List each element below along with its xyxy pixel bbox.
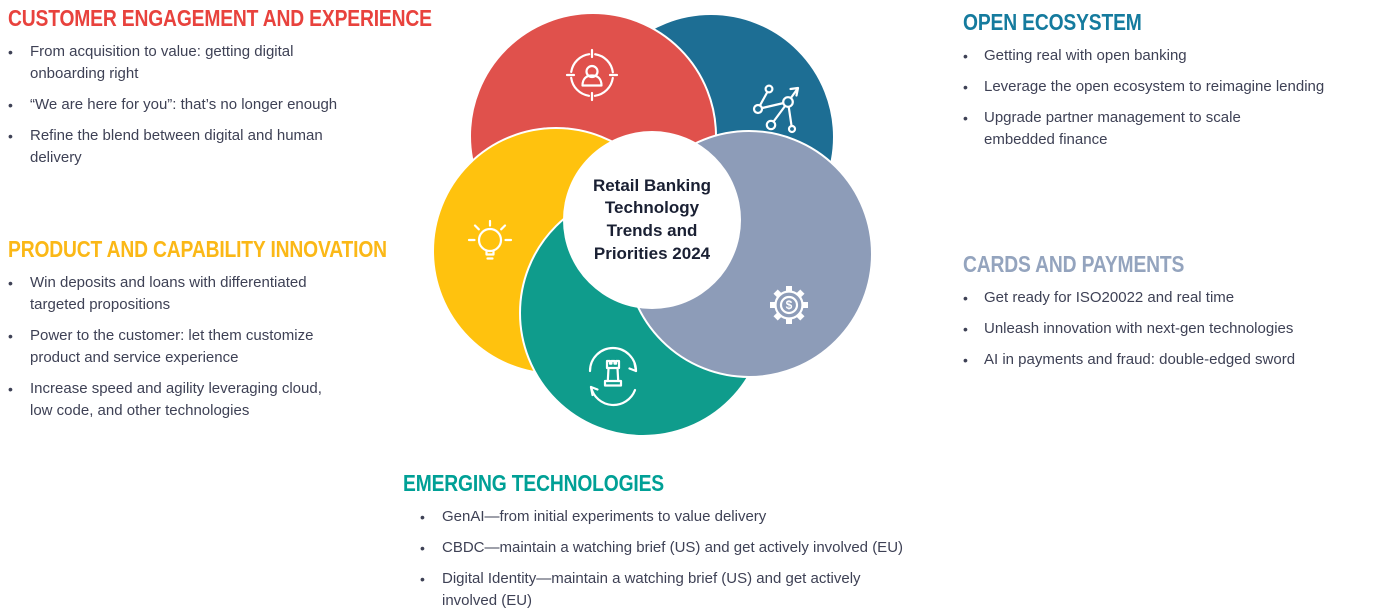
bullet-text: Unleash innovation with next-gen technol… — [984, 320, 1294, 338]
bullet-text: Getting real with open banking — [984, 47, 1187, 64]
lightbulb-icon — [460, 215, 520, 275]
bullet-text: Increase speed and agility leveraging cl… — [30, 380, 322, 420]
gear-dollar-symbol: $ — [786, 298, 793, 312]
bullet-text: Win deposits and loans with differentiat… — [30, 274, 307, 314]
bullet-item: AI in payments and fraud: double-edged s… — [963, 349, 1377, 371]
section-product-innovation: PRODUCT AND CAPABILITY INNOVATION Win de… — [8, 236, 420, 431]
bullet-item: Power to the customer: let them customiz… — [8, 325, 420, 369]
section-title-product-innovation: PRODUCT AND CAPABILITY INNOVATION — [8, 236, 387, 262]
chess-rook-cycle-icon — [579, 346, 647, 414]
bullet-item: Unleash innovation with next-gen technol… — [963, 318, 1377, 340]
bullet-list: From acquisition to value: getting digit… — [8, 41, 420, 169]
bullet-item: GenAI—from initial experiments to value … — [420, 506, 983, 528]
bullet-list: Getting real with open banking Leverage … — [963, 45, 1377, 151]
bullet-item: From acquisition to value: getting digit… — [8, 41, 420, 85]
network-nodes-icon — [745, 80, 805, 140]
diagram-center-circle: Retail Banking Technology Trends and Pri… — [563, 131, 741, 309]
bullet-text: Refine the blend between digital and hum… — [30, 127, 323, 167]
bullet-list: GenAI—from initial experiments to value … — [403, 506, 983, 612]
section-title-customer-engagement: CUSTOMER ENGAGEMENT AND EXPERIENCE — [8, 5, 432, 31]
bullet-text: AI in payments and fraud: double-edged s… — [984, 351, 1296, 369]
bullet-text: Power to the customer: let them customiz… — [30, 327, 314, 367]
bullet-item: Getting real with open banking — [963, 45, 1377, 67]
bullet-item: “We are here for you”: that’s no longer … — [8, 94, 420, 116]
bullet-text: GenAI—from initial experiments to value … — [442, 508, 767, 525]
bullet-text: “We are here for you”: that’s no longer … — [30, 96, 338, 114]
bullet-item: Leverage the open ecosystem to reimagine… — [963, 76, 1377, 98]
bullet-text: From acquisition to value: getting digit… — [30, 43, 294, 83]
bullet-item: Digital Identity—maintain a watching bri… — [420, 568, 983, 612]
bullet-item: Get ready for ISO20022 and real time — [963, 287, 1377, 309]
bullet-item: Refine the blend between digital and hum… — [8, 125, 420, 169]
bullet-text: Digital Identity—maintain a watching bri… — [442, 570, 861, 610]
bullet-item: Increase speed and agility leveraging cl… — [8, 378, 420, 422]
section-cards-payments: CARDS AND PAYMENTS Get ready for ISO2002… — [963, 251, 1377, 380]
bullet-list: Win deposits and loans with differentiat… — [8, 272, 420, 422]
section-emerging-technologies: EMERGING TECHNOLOGIES GenAI—from initial… — [403, 470, 983, 614]
section-title-open-ecosystem: OPEN ECOSYSTEM — [963, 9, 1142, 35]
section-title-emerging-technologies: EMERGING TECHNOLOGIES — [403, 470, 665, 496]
bullet-list: Get ready for ISO20022 and real time Unl… — [963, 287, 1377, 371]
bullet-text: Get ready for ISO20022 and real time — [984, 289, 1235, 306]
section-open-ecosystem: OPEN ECOSYSTEM Getting real with open ba… — [963, 9, 1377, 160]
bullet-text: CBDC—maintain a watching brief (US) and … — [442, 539, 904, 557]
gear-dollar-icon: $ — [759, 275, 819, 335]
diagram-center-label: Retail Banking Technology Trends and Pri… — [592, 175, 712, 263]
bullet-text: Leverage the open ecosystem to reimagine… — [984, 78, 1325, 96]
person-target-icon — [562, 45, 622, 105]
bullet-text: Upgrade partner management to scale embe… — [984, 109, 1241, 149]
bullet-item: Win deposits and loans with differentiat… — [8, 272, 420, 316]
section-title-cards-payments: CARDS AND PAYMENTS — [963, 251, 1185, 277]
section-customer-engagement: CUSTOMER ENGAGEMENT AND EXPERIENCE From … — [8, 5, 432, 178]
bullet-item: Upgrade partner management to scale embe… — [963, 107, 1377, 151]
bullet-item: CBDC—maintain a watching brief (US) and … — [420, 537, 983, 559]
